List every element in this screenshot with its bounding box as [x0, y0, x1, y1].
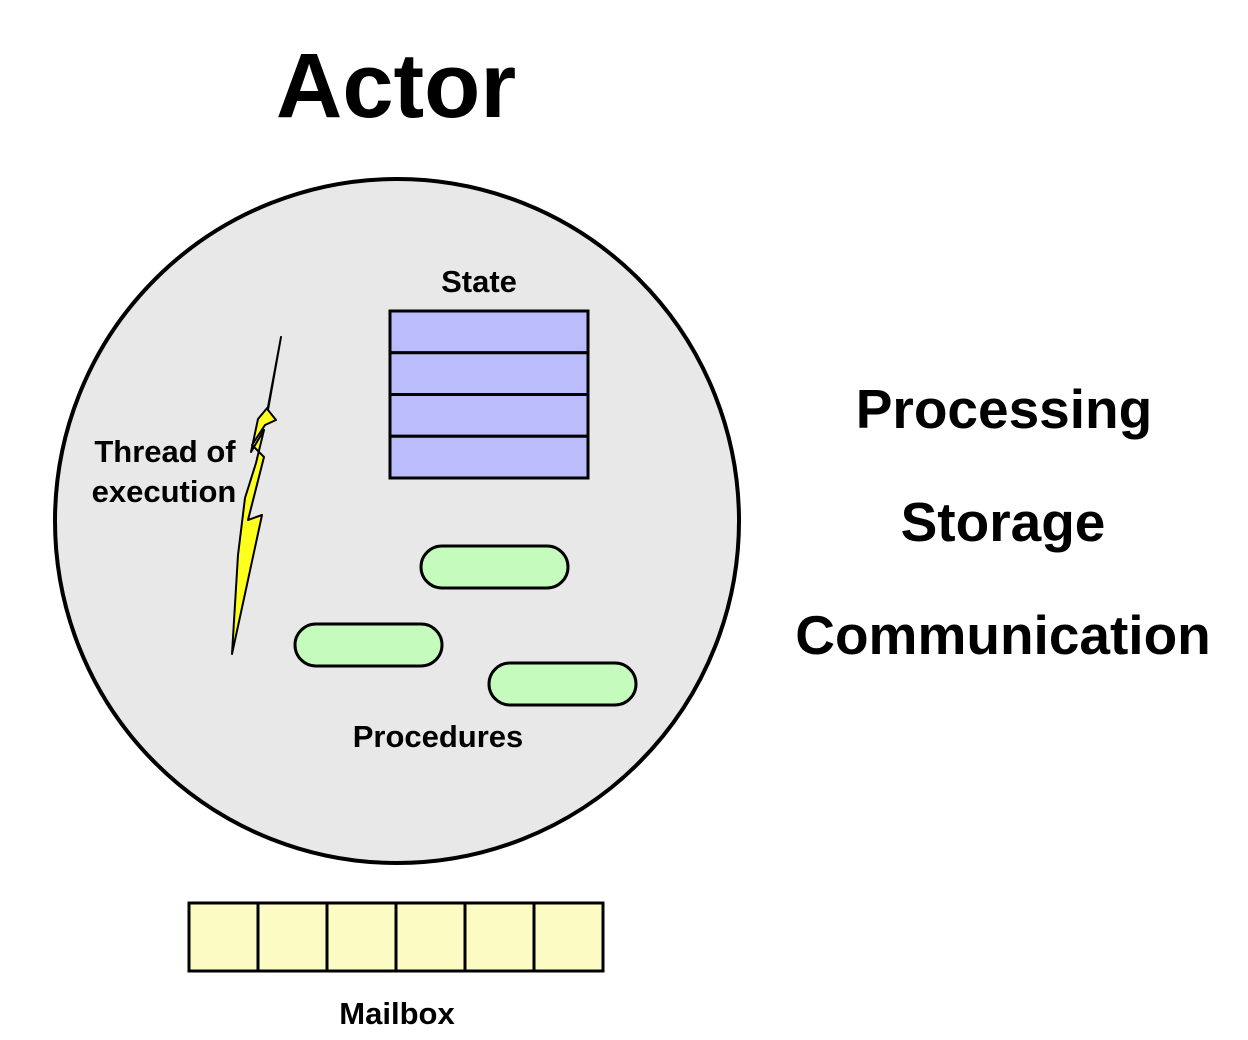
thread-label-line1: Thread of	[94, 434, 236, 469]
mailbox-slot	[325, 901, 398, 973]
mailbox-label: Mailbox	[339, 996, 455, 1031]
state-row	[388, 393, 590, 438]
mailbox	[187, 901, 605, 973]
procedures-group	[293, 544, 638, 707]
procedure-pill	[419, 544, 570, 590]
mailbox-slot	[532, 901, 605, 973]
aspect-storage: Storage	[901, 491, 1106, 553]
diagram-title: Actor	[276, 35, 516, 137]
state-table	[388, 309, 590, 480]
actor-circle	[53, 177, 741, 865]
mailbox-slot	[463, 901, 536, 973]
state-row	[388, 351, 590, 396]
state-label: State	[441, 264, 517, 299]
mailbox-slot	[187, 901, 260, 973]
state-row	[388, 309, 590, 355]
mailbox-slot	[256, 901, 329, 973]
lightning-bolt-icon	[231, 336, 282, 655]
thread-label-line2: execution	[92, 474, 237, 509]
aspect-communication: Communication	[795, 604, 1211, 666]
procedures-label: Procedures	[353, 719, 524, 754]
mailbox-slot	[394, 901, 467, 973]
procedure-pill	[293, 622, 444, 668]
state-row	[388, 434, 590, 480]
aspect-processing: Processing	[856, 378, 1153, 440]
procedure-pill	[487, 661, 638, 707]
